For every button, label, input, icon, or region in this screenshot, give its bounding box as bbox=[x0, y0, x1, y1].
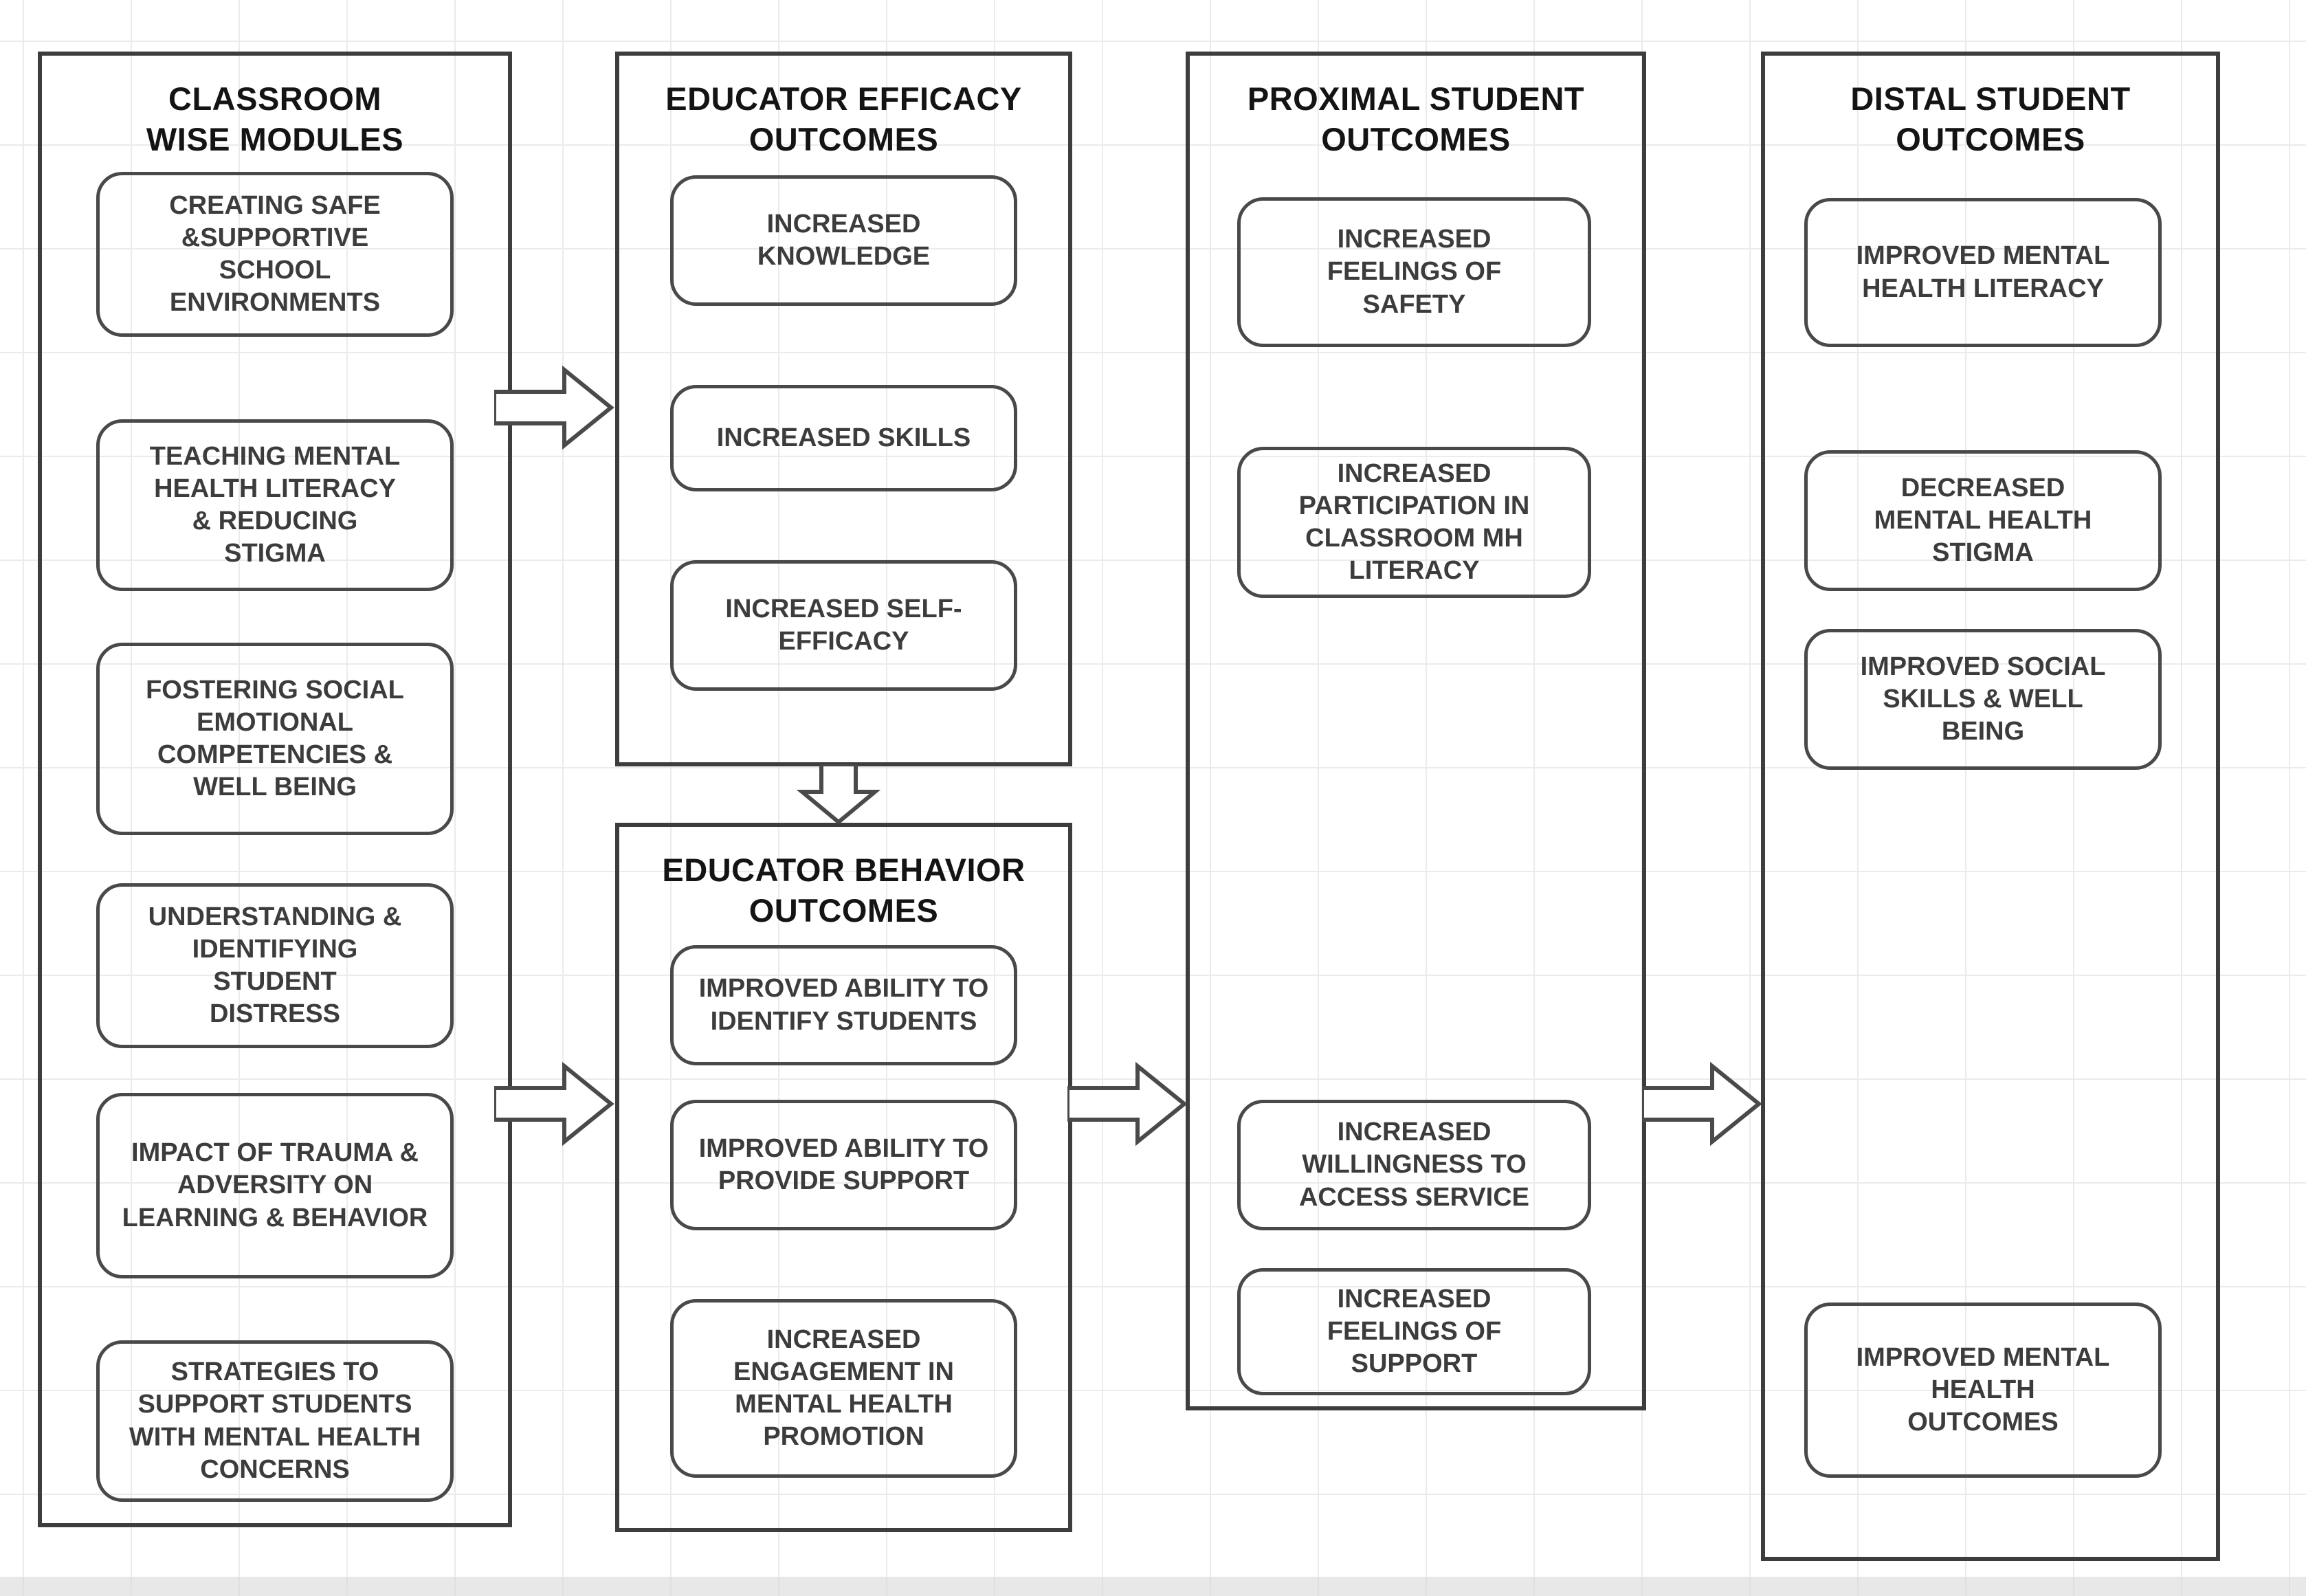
box-increased-feelings-of-support: INCREASED FEELINGS OF SUPPORT bbox=[1237, 1268, 1591, 1395]
column-title: PROXIMAL STUDENT OUTCOMES bbox=[1247, 80, 1585, 157]
page-bottom-edge bbox=[0, 1577, 2306, 1596]
column-proximal-student-outcomes: PROXIMAL STUDENT OUTCOMES INCREASED FEEL… bbox=[1186, 52, 1646, 1410]
box-improved-ability-provide-support: IMPROVED ABILITY TO PROVIDE SUPPORT bbox=[670, 1100, 1017, 1230]
arrow-modules-to-efficacy bbox=[494, 363, 615, 452]
box-increased-engagement-mh-promotion: INCREASED ENGAGEMENT IN MENTAL HEALTH PR… bbox=[670, 1299, 1017, 1478]
column-title: DISTAL STUDENT OUTCOMES bbox=[1850, 80, 2131, 157]
arrow-right-icon bbox=[494, 365, 614, 450]
column-title: EDUCATOR BEHAVIOR OUTCOMES bbox=[662, 852, 1025, 929]
box-decreased-mental-health-stigma: DECREASED MENTAL HEALTH STIGMA bbox=[1804, 450, 2162, 591]
column-classroom-wise-modules: CLASSROOM WISE MODULES CREATING SAFE &SU… bbox=[38, 52, 512, 1527]
column-educator-behavior-outcomes: EDUCATOR BEHAVIOR OUTCOMES IMPROVED ABIL… bbox=[615, 823, 1072, 1532]
box-impact-of-trauma-adversity: IMPACT OF TRAUMA & ADVERSITY ON LEARNING… bbox=[96, 1093, 454, 1278]
box-creating-safe-supportive-school-environments: CREATING SAFE &SUPPORTIVE SCHOOL ENVIRON… bbox=[96, 172, 454, 337]
column-distal-student-outcomes: DISTAL STUDENT OUTCOMES IMPROVED MENTAL … bbox=[1761, 52, 2220, 1561]
box-improved-social-skills-well-being: IMPROVED SOCIAL SKILLS & WELL BEING bbox=[1804, 629, 2162, 770]
box-improved-mental-health-literacy: IMPROVED MENTAL HEALTH LITERACY bbox=[1804, 198, 2162, 347]
column-educator-efficacy-outcomes: EDUCATOR EFFICACY OUTCOMES INCREASED KNO… bbox=[615, 52, 1072, 766]
arrow-right-icon bbox=[1642, 1061, 1762, 1146]
arrow-modules-to-behavior bbox=[494, 1059, 615, 1149]
box-increased-self-efficacy: INCREASED SELF- EFFICACY bbox=[670, 560, 1017, 691]
box-increased-willingness-access-service: INCREASED WILLINGNESS TO ACCESS SERVICE bbox=[1237, 1100, 1591, 1230]
box-increased-participation-classroom-mh-literacy: INCREASED PARTICIPATION IN CLASSROOM MH … bbox=[1237, 447, 1591, 598]
column-title: CLASSROOM WISE MODULES bbox=[146, 80, 404, 157]
arrow-right-icon bbox=[1067, 1061, 1188, 1146]
arrow-behavior-to-proximal bbox=[1067, 1059, 1188, 1149]
box-improved-ability-identify-students: IMPROVED ABILITY TO IDENTIFY STUDENTS bbox=[670, 945, 1017, 1065]
box-teaching-mental-health-literacy: TEACHING MENTAL HEALTH LITERACY & REDUCI… bbox=[96, 419, 454, 591]
box-increased-skills: INCREASED SKILLS bbox=[670, 385, 1017, 491]
arrow-proximal-to-distal bbox=[1642, 1059, 1763, 1149]
column-title: EDUCATOR EFFICACY OUTCOMES bbox=[665, 80, 1022, 157]
arrow-efficacy-to-behavior bbox=[796, 764, 881, 823]
box-improved-mental-health-outcomes: IMPROVED MENTAL HEALTH OUTCOMES bbox=[1804, 1303, 2162, 1478]
box-increased-knowledge: INCREASED KNOWLEDGE bbox=[670, 175, 1017, 306]
box-fostering-social-emotional-competencies: FOSTERING SOCIAL EMOTIONAL COMPETENCIES … bbox=[96, 643, 454, 835]
arrow-down-icon bbox=[796, 764, 881, 823]
arrow-right-icon bbox=[494, 1061, 614, 1146]
box-strategies-to-support-students: STRATEGIES TO SUPPORT STUDENTS WITH MENT… bbox=[96, 1340, 454, 1502]
box-increased-feelings-of-safety: INCREASED FEELINGS OF SAFETY bbox=[1237, 197, 1591, 347]
box-understanding-identifying-student-distress: UNDERSTANDING & IDENTIFYING STUDENT DIST… bbox=[96, 883, 454, 1048]
